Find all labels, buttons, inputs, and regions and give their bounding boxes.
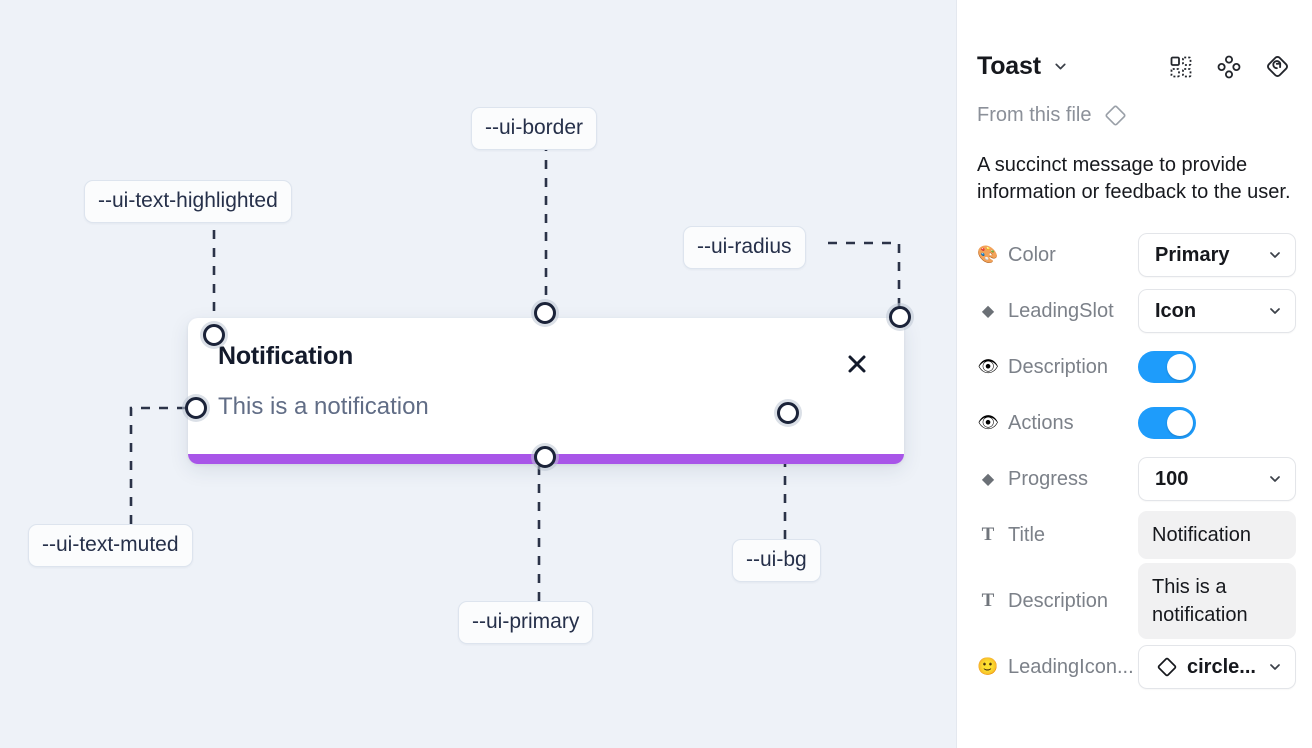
component-description: A succinct message to provide informatio… xyxy=(977,154,1291,203)
chevron-down-icon xyxy=(1267,659,1283,675)
property-row-leadingslot: ◆ LeadingSlot Icon xyxy=(957,283,1312,339)
property-rows: 🎨 Color Primary ◆ LeadingSlot xyxy=(957,227,1312,695)
text-icon: T xyxy=(981,524,995,546)
leadingicon-select-value: circle... xyxy=(1187,655,1256,678)
eye-icon: 👁 xyxy=(977,357,999,377)
token-tag-ui-primary[interactable]: --ui-primary xyxy=(458,601,594,644)
token-node-ui-primary[interactable] xyxy=(534,446,556,468)
property-row-actions-visibility: 👁 Actions xyxy=(957,395,1312,451)
property-row-progress: ◆ Progress 100 xyxy=(957,451,1312,507)
component-grid-icon[interactable] xyxy=(1169,55,1193,79)
property-label-description-visibility: Description xyxy=(1008,355,1109,378)
leadingslot-select-value: Icon xyxy=(1155,299,1197,322)
property-row-title: T Title Notification xyxy=(957,507,1312,563)
emoji-icon: 🙂 xyxy=(977,657,999,677)
description-toggle[interactable] xyxy=(1138,351,1196,384)
diamond-icon xyxy=(1103,103,1128,128)
toast-preview-card[interactable]: Notification This is a notification xyxy=(188,318,904,464)
from-this-file-row[interactable]: From this file xyxy=(957,81,1312,128)
close-icon[interactable] xyxy=(844,351,870,377)
actions-toggle[interactable] xyxy=(1138,407,1196,440)
progress-select-value: 100 xyxy=(1155,467,1189,490)
token-node-ui-border[interactable] xyxy=(534,302,556,324)
chevron-down-icon xyxy=(1267,303,1283,319)
token-tag-ui-text-highlighted[interactable]: --ui-text-highlighted xyxy=(84,180,292,223)
property-row-leadingicon: 🙂 LeadingIcon... circle... xyxy=(957,639,1312,695)
property-label-description-text: Description xyxy=(1008,589,1109,612)
property-label-color: Color xyxy=(1008,243,1056,266)
reset-icon[interactable] xyxy=(1265,54,1290,79)
title-input[interactable]: Notification xyxy=(1138,511,1296,560)
diamond-icon xyxy=(1155,655,1179,679)
token-tag-ui-bg[interactable]: --ui-bg xyxy=(732,539,821,582)
token-node-ui-text-highlighted[interactable] xyxy=(203,324,225,346)
leadingicon-select[interactable]: circle... xyxy=(1138,645,1296,690)
variants-icon[interactable] xyxy=(1217,55,1241,79)
token-node-ui-radius[interactable] xyxy=(889,306,911,328)
chevron-down-icon[interactable] xyxy=(1052,58,1069,75)
panel-header: Toast xyxy=(957,0,1312,81)
property-label-progress: Progress xyxy=(1008,467,1089,490)
token-tag-ui-border[interactable]: --ui-border xyxy=(471,107,598,150)
panel-header-actions xyxy=(1169,54,1290,79)
progress-select[interactable]: 100 xyxy=(1138,457,1296,502)
toast-description: This is a notification xyxy=(218,393,429,420)
token-node-ui-bg[interactable] xyxy=(777,402,799,424)
property-label-title: Title xyxy=(1008,523,1046,546)
description-input[interactable]: This is a notification xyxy=(1138,563,1296,640)
toast-title: Notification xyxy=(218,342,354,370)
color-select-value: Primary xyxy=(1155,243,1230,266)
properties-panel: Toast xyxy=(956,0,1312,748)
token-node-ui-text-muted[interactable] xyxy=(185,397,207,419)
property-label-leadingicon: LeadingIcon... xyxy=(1008,655,1134,678)
token-tag-ui-radius[interactable]: --ui-radius xyxy=(683,226,806,269)
eye-icon: 👁 xyxy=(977,413,999,433)
property-label-leadingslot: LeadingSlot xyxy=(1008,299,1114,322)
from-this-file-label: From this file xyxy=(977,104,1092,126)
token-tag-ui-text-muted[interactable]: --ui-text-muted xyxy=(28,524,193,567)
design-canvas[interactable]: Notification This is a notification --ui… xyxy=(0,0,956,748)
chevron-down-icon xyxy=(1267,247,1283,263)
property-row-color: 🎨 Color Primary xyxy=(957,227,1312,283)
diamond-icon: ◆ xyxy=(981,303,995,321)
property-row-description-visibility: 👁 Description xyxy=(957,339,1312,395)
diamond-icon: ◆ xyxy=(981,471,995,489)
property-label-actions-visibility: Actions xyxy=(1008,411,1074,434)
property-row-description-text: T Description This is a notification xyxy=(957,563,1312,640)
leadingslot-select[interactable]: Icon xyxy=(1138,289,1296,334)
page-title: Toast xyxy=(977,52,1041,80)
text-icon: T xyxy=(981,590,995,612)
color-select[interactable]: Primary xyxy=(1138,233,1296,278)
chevron-down-icon xyxy=(1267,471,1283,487)
palette-icon: 🎨 xyxy=(977,245,999,265)
